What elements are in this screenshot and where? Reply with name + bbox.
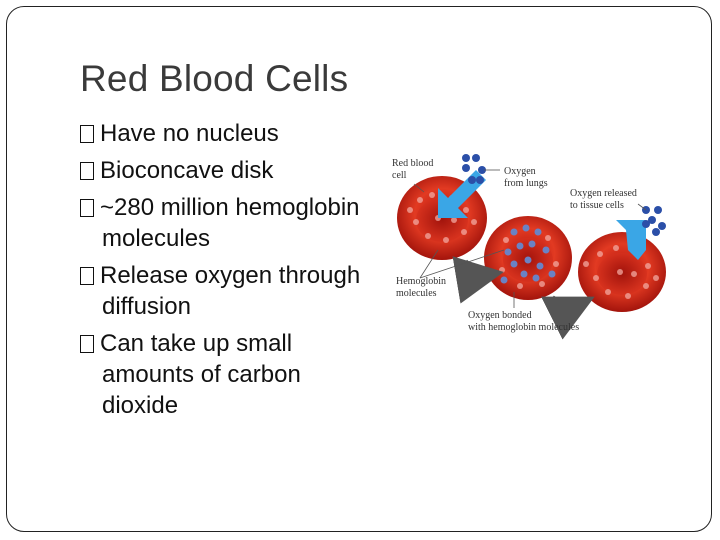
red-blood-cell-3 (578, 232, 666, 312)
label-oxygen-from-lungs: Oxygen (504, 166, 536, 177)
slide-title: Red Blood Cells (80, 58, 349, 99)
bullet-item: Have no nucleus (80, 118, 380, 149)
label-hemoglobin-line2: molecules (396, 288, 437, 299)
bullet-text: Can take up small amounts of carbon diox… (100, 330, 301, 419)
transition-arrow-1 (452, 256, 504, 304)
bullet-box-icon (80, 335, 94, 353)
bullet-box-icon (80, 125, 94, 143)
red-blood-cell-diagram: Red blood cell Oxygen from lungs Oxygen … (380, 140, 700, 350)
bullet-item: Can take up small amounts of carbon diox… (80, 328, 380, 421)
slide-frame (6, 6, 712, 532)
bullet-list: Have no nucleus Bioconcave disk ~280 mil… (80, 118, 380, 427)
label-oxygen-released-line2: to tissue cells (570, 200, 624, 211)
red-blood-cell-2 (484, 216, 572, 300)
oxygen-molecules-in-icon (462, 154, 486, 184)
label-red-blood-cell: Red blood (392, 158, 433, 169)
label-hemoglobin: Hemoglobin (396, 276, 446, 287)
bullet-text: Bioconcave disk (100, 157, 274, 184)
label-oxygen-from-lungs-line2: from lungs (504, 178, 548, 189)
bullet-text: Release oxygen through diffusion (100, 262, 361, 320)
bullet-box-icon (80, 162, 94, 180)
bullet-text: ~280 million hemoglobin molecules (100, 194, 360, 252)
label-oxygen-released: Oxygen released (570, 188, 637, 199)
bullet-item: Bioconcave disk (80, 155, 380, 186)
bullet-text: Have no nucleus (100, 120, 279, 147)
label-red-blood-cell-line2: cell (392, 170, 407, 181)
label-oxygen-bonded: Oxygen bonded (468, 310, 532, 321)
transition-arrow-2 (541, 295, 595, 340)
bullet-box-icon (80, 267, 94, 285)
diagram-svg: Red blood cell Oxygen from lungs Oxygen … (392, 154, 666, 340)
label-oxygen-bonded-line2: with hemoglobin molecules (468, 322, 579, 333)
bullet-item: ~280 million hemoglobin molecules (80, 192, 380, 254)
bullet-item: Release oxygen through diffusion (80, 260, 380, 322)
bullet-box-icon (80, 199, 94, 217)
oxygen-out-arrow (616, 220, 646, 260)
